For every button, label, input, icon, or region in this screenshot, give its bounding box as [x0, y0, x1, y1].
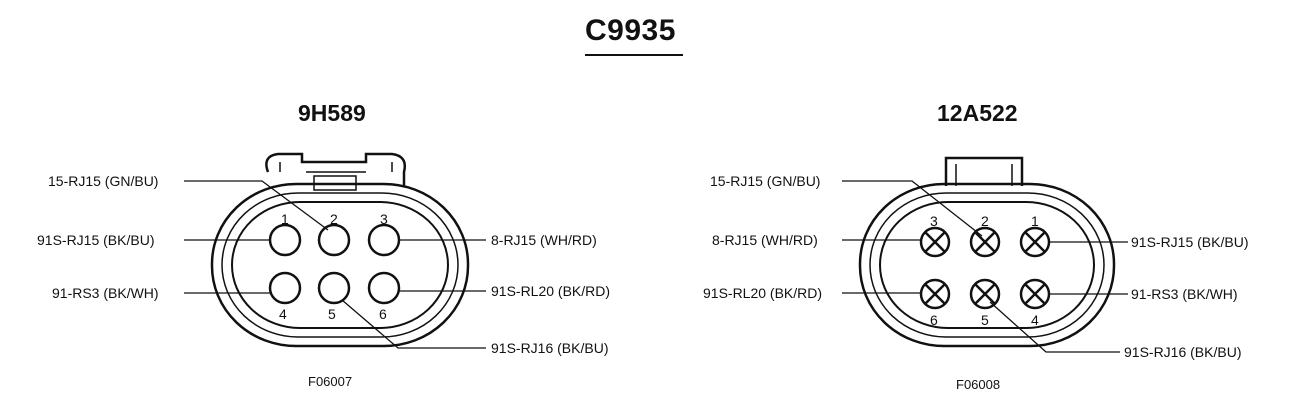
wire-label: 91-RS3 (BK/WH)	[1131, 286, 1238, 302]
pin-cavity	[367, 223, 401, 257]
wire-label: 91S-RJ16 (BK/BU)	[1124, 344, 1242, 360]
wire-label: 91S-RL20 (BK/RD)	[703, 285, 823, 301]
pin-number: 6	[379, 306, 387, 322]
connector-12a522-body	[858, 156, 1116, 348]
pin-cavity-crossed	[919, 226, 951, 258]
wire-label: 91S-RJ16 (BK/BU)	[491, 340, 609, 356]
wire-label: 15-RJ15 (GN/BU)	[48, 173, 159, 189]
pin-number: 1	[281, 211, 289, 227]
connector-9h589-body	[210, 152, 470, 348]
wire-label: 8-RJ15 (WH/RD)	[491, 232, 597, 248]
title-underline	[585, 54, 683, 56]
wire-label: 91S-RL20 (BK/RD)	[491, 283, 611, 299]
diagram-title: C9935	[585, 14, 676, 47]
pin-cavity	[317, 223, 351, 257]
pin-number: 5	[981, 312, 989, 328]
connector-title-9h589: 9H589	[298, 100, 366, 126]
pin-number: 4	[279, 306, 287, 322]
pin-cavity	[268, 223, 302, 257]
connector-title-12a522: 12A522	[937, 100, 1018, 126]
pin-cavity	[268, 271, 302, 305]
pin-cavity-crossed	[1019, 278, 1051, 310]
pin-cavity	[317, 271, 351, 305]
wire-label: 91S-RJ15 (BK/BU)	[37, 232, 155, 248]
pin-number: 4	[1031, 312, 1039, 328]
figure-code: F06008	[956, 377, 1001, 392]
connector-9h589-leaders	[184, 180, 486, 349]
wire-label: 91-RS3 (BK/WH)	[52, 285, 159, 301]
connector-12a522-pins	[919, 226, 1051, 310]
figure-code: F06007	[308, 374, 353, 389]
pin-number: 3	[930, 213, 938, 229]
pin-number: 1	[1031, 213, 1039, 229]
connector-12a522-leaders	[842, 180, 1128, 353]
pin-number: 5	[328, 306, 336, 322]
wire-label: 91S-RJ15 (BK/BU)	[1131, 234, 1249, 250]
wire-label: 8-RJ15 (WH/RD)	[712, 232, 818, 248]
connector-9h589-pins	[268, 223, 401, 305]
pin-cavity	[367, 271, 401, 305]
pin-cavity-crossed	[969, 278, 1001, 310]
pin-cavity-crossed	[919, 278, 951, 310]
pin-cavity-crossed	[969, 226, 1001, 258]
wire-label: 15-RJ15 (GN/BU)	[710, 173, 821, 189]
pin-number: 3	[380, 211, 388, 227]
pin-number: 2	[330, 211, 338, 227]
pin-cavity-crossed	[1019, 226, 1051, 258]
pin-number: 6	[930, 312, 938, 328]
pin-number: 2	[981, 213, 989, 229]
